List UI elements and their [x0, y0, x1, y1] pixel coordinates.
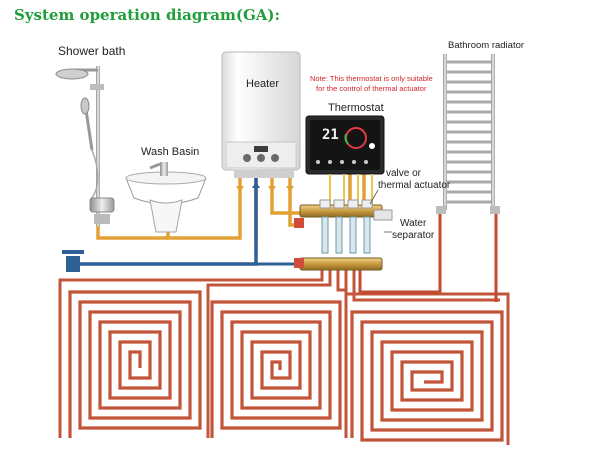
- thermostat-temperature-readout: 21: [322, 127, 339, 143]
- label-bathroom-radiator: Bathroom radiator: [448, 40, 525, 51]
- label-heater: Heater: [246, 78, 280, 90]
- label-valve-line-2: thermal actuator: [378, 180, 451, 191]
- flow-meters: [321, 216, 371, 254]
- label-water-separator-line-2: separator: [392, 230, 435, 241]
- floor-loop-left: [68, 290, 202, 438]
- note-line-1: Note: This thermostat is only suitable: [310, 74, 433, 83]
- label-water-separator-line-1: Water: [400, 218, 427, 229]
- label-wash-basin: Wash Basin: [141, 146, 200, 158]
- cold-water-pipe: [70, 178, 300, 266]
- radiator-pipes: [358, 210, 498, 302]
- label-shower-bath: Shower bath: [58, 44, 126, 58]
- diagram-title: System operation diagram(GA):: [14, 6, 281, 24]
- bathroom-radiator: [436, 54, 500, 214]
- thermostat-device: [305, 115, 385, 175]
- heater-unit: [221, 51, 301, 178]
- loop-feeders: [58, 266, 510, 445]
- wash-basin: [125, 162, 207, 233]
- callout-lines: [369, 189, 392, 233]
- note-line-2: for the control of thermal actuator: [316, 84, 427, 93]
- label-valve-line-1: valve or: [386, 168, 422, 179]
- label-thermostat: Thermostat: [328, 102, 384, 114]
- water-separator: [294, 199, 393, 271]
- inlet-valve: [62, 250, 84, 272]
- floor-loop-right: [350, 310, 504, 442]
- actuator-heads: [319, 199, 373, 209]
- floor-loop-middle: [210, 300, 342, 438]
- floor-heating-loops: [58, 266, 510, 445]
- shower-bath: [55, 66, 115, 226]
- pipe-arrows: [236, 186, 294, 192]
